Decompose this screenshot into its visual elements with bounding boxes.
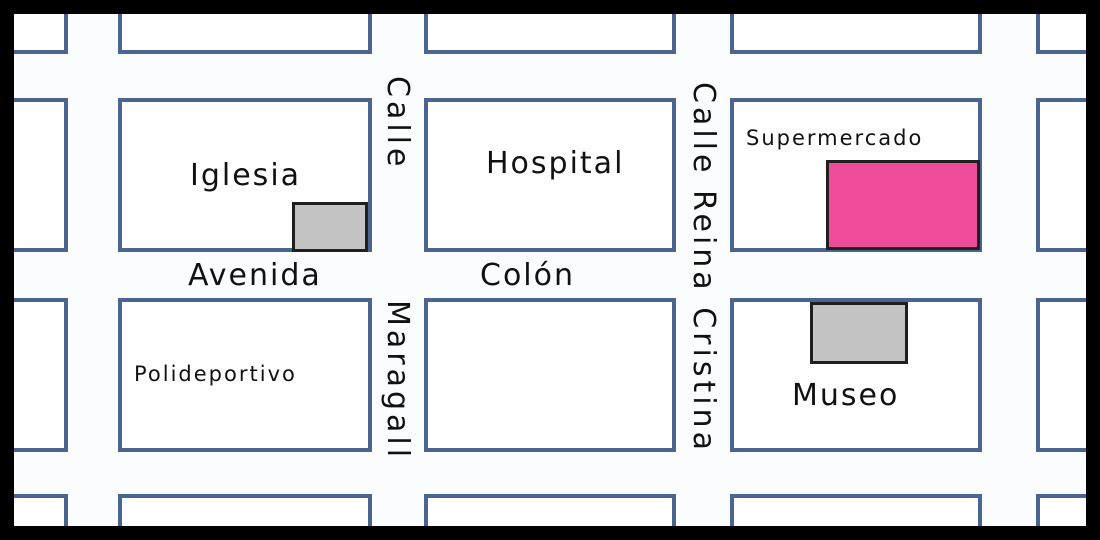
polideportivo-label: Polideportivo bbox=[134, 362, 297, 386]
city-block bbox=[730, 494, 982, 526]
polideportivo-block bbox=[118, 298, 372, 452]
museo-building bbox=[810, 302, 908, 364]
hospital-label: Hospital bbox=[486, 146, 625, 181]
calle-reina-cristina-label: Calle Reina Cristina bbox=[686, 82, 721, 454]
city-block bbox=[1036, 298, 1086, 452]
calle-maragall-top-label: Calle bbox=[380, 76, 415, 171]
supermercado-building bbox=[826, 160, 980, 250]
city-block bbox=[14, 298, 68, 452]
city-block bbox=[14, 98, 68, 252]
hospital-block bbox=[424, 98, 676, 252]
calle-maragall-bottom-label: Maragall bbox=[380, 300, 415, 462]
city-block bbox=[1036, 14, 1086, 54]
iglesia-block bbox=[118, 98, 372, 252]
iglesia-label: Iglesia bbox=[190, 158, 302, 193]
city-block bbox=[424, 494, 676, 526]
city-block bbox=[14, 14, 68, 54]
supermercado-block bbox=[730, 98, 982, 252]
supermercado-label: Supermercado bbox=[746, 126, 924, 150]
colon-label: Colón bbox=[480, 258, 576, 293]
street-map: Iglesia Hospital Supermercado Polideport… bbox=[14, 14, 1086, 526]
city-block bbox=[14, 494, 68, 526]
city-block bbox=[424, 298, 676, 452]
city-block bbox=[1036, 98, 1086, 252]
city-block bbox=[424, 14, 676, 54]
city-block bbox=[118, 14, 372, 54]
city-block bbox=[1036, 494, 1086, 526]
city-block bbox=[730, 14, 982, 54]
avenida-label: Avenida bbox=[188, 258, 322, 293]
museo-block bbox=[730, 298, 982, 452]
city-block bbox=[118, 494, 372, 526]
iglesia-building bbox=[292, 202, 368, 252]
museo-label: Museo bbox=[792, 378, 900, 413]
